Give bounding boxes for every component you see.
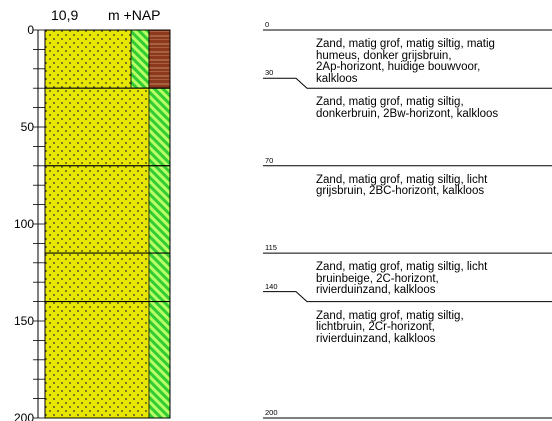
layer-description: Zand, matig grof, matig siltig,donkerbru… (316, 97, 552, 120)
layer-description-line: Zand, matig grof, matig siltig, licht (316, 173, 488, 186)
depth-label: 70 (265, 155, 274, 165)
layer-description-line: humeus, donker grijsbruin, (316, 49, 452, 62)
layer-description-line: lichtbruin, 2Cr-horizont, (316, 321, 435, 334)
layer-description-line: kalkloos (316, 72, 358, 85)
depth-axis: 0 50 100 150 200 (14, 23, 45, 421)
layer-2-stripe (148, 165, 171, 254)
layer-description-line: Zand, matig grof, matig siltig, (316, 96, 464, 109)
depth-label: 140 (265, 281, 278, 291)
depth-label: 200 (265, 408, 278, 417)
boundary-line (263, 77, 552, 89)
layer-description-line: Zand, matig grof, matig siltig, matig (316, 38, 495, 50)
axis-tick-label: 50 (21, 120, 35, 134)
depth-label: 115 (265, 243, 277, 253)
depth-label: 30 (265, 68, 274, 78)
layer-description-line: rivierduinzand, kalkloos (316, 284, 436, 297)
soil-column (44, 29, 171, 419)
layer-description: Zand, matig grof, matig siltig,lichtbrui… (316, 309, 552, 346)
layer-3-stripe (148, 252, 171, 303)
elevation-unit: m +NAP (108, 7, 161, 23)
layer-description-line: donkerbruin, 2Bw-horizont, kalkloos (316, 107, 499, 120)
axis-tick-label: 0 (27, 23, 34, 37)
boundary-line (263, 291, 552, 303)
layer-4-stripe (148, 301, 171, 419)
axis-tick-label: 100 (14, 217, 34, 231)
layer-description-line: Zand, matig grof, matig siltig, licht (316, 261, 488, 274)
layer-description-line: grijsbruin, 2BC-horizont, kalkloos (316, 185, 485, 198)
layer-description-line: 2Ap-horizont, huidige bouwvoor, (316, 61, 481, 74)
layer-1-stripe (148, 87, 171, 167)
axis-tick-label: 200 (14, 411, 34, 421)
axis-tick-label: 150 (14, 314, 34, 328)
layer-description-line: Zand, matig grof, matig siltig, (316, 309, 464, 322)
layer-description-line: rivierduinzand, kalkloos (316, 332, 436, 345)
layer-description-line: bruinbeige, 2C-horizont, (316, 272, 439, 285)
depth-label: 0 (265, 20, 270, 29)
layer-4-border (44, 301, 171, 419)
layer-boundaries (263, 29, 552, 419)
elevation-value: 10,9 (51, 7, 79, 23)
layer-0-humus (148, 29, 171, 89)
layer-0-stripe (130, 29, 150, 89)
